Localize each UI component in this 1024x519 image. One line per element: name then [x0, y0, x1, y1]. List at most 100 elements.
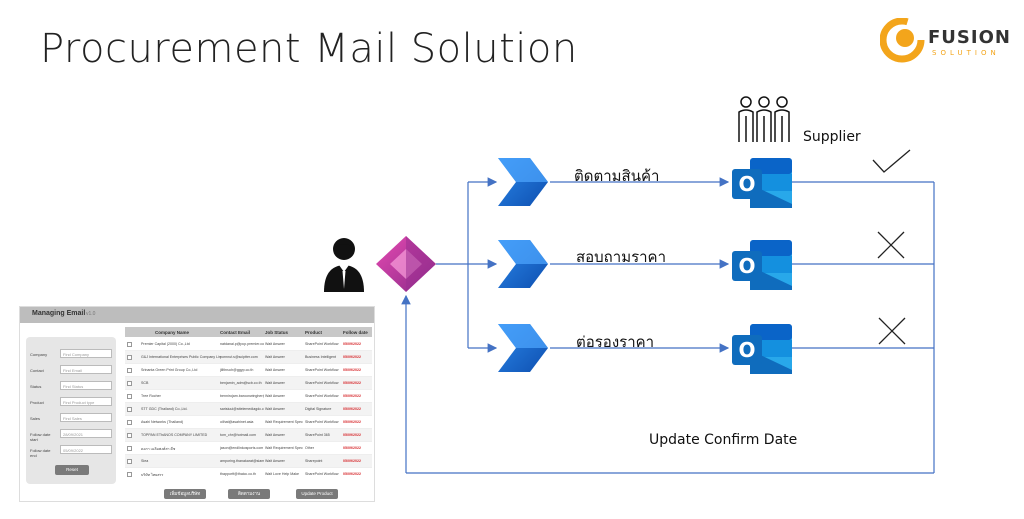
table-cell: SharePoint Workflow	[305, 420, 339, 424]
row-checkbox[interactable]	[127, 381, 132, 386]
table-cell: Wait Answer	[265, 459, 285, 463]
managing-email-screenshot: Managing Email v1.0 Company Find Company…	[19, 306, 375, 502]
flow-label-3: ต่อรองราคา	[576, 333, 655, 351]
table-cell: บริษัท ไทยสรร	[141, 473, 164, 477]
follow-up-button[interactable]: ติดตามงาน	[228, 489, 270, 499]
table-cell: Wait Answer	[265, 381, 285, 385]
table-row[interactable]: Tree Rocherbennirojam.baroonwingher@gmai…	[125, 390, 372, 403]
reset-button[interactable]: Reset	[55, 465, 89, 475]
table-cell: Srinanta Green Print Group Co.,Ltd	[141, 368, 198, 372]
add-company-button[interactable]: เพิ่มข้อมูลบริษัท	[164, 489, 206, 499]
table-cell: 05/09/2022	[343, 459, 361, 463]
filter-product[interactable]: Product Find Product type	[30, 397, 112, 407]
table-cell: jillthruch@ggyp.co.th	[220, 368, 254, 372]
table-cell: Wait Requirement Spec	[265, 446, 303, 450]
cross-icon-1	[877, 231, 905, 259]
table-cell: Wait Answer	[265, 407, 285, 411]
table-cell: Tree Rocher	[141, 394, 161, 398]
cross-icon-2	[878, 317, 906, 345]
table-cell: 05/09/2022	[343, 355, 361, 359]
table-cell: Wait Answer	[265, 368, 285, 372]
table-cell: Other	[305, 446, 314, 450]
table-cell: 05/09/2022	[343, 381, 361, 385]
table-cell: Wait Requirement Spec	[265, 420, 303, 424]
table-cell: SharePoint Workflow	[305, 394, 339, 398]
flow-label-1: ติดตามสินค้า	[574, 167, 660, 185]
table-cell: Business Intelligent	[305, 355, 336, 359]
row-checkbox[interactable]	[127, 420, 132, 425]
filter-date-start[interactable]: Follow date start 28/09/2021	[30, 429, 112, 442]
table-cell: 05/09/2022	[343, 368, 361, 372]
table-row[interactable]: บริษัท ไทยสรร thapportf@thaicc.co.th Wait …	[125, 468, 372, 477]
row-checkbox[interactable]	[127, 342, 132, 347]
table-cell: STT GDC (Thailand) Co.,Ltd.	[141, 407, 188, 411]
check-icon	[872, 149, 911, 173]
filter-contact[interactable]: Contact Find Email	[30, 365, 112, 375]
row-checkbox[interactable]	[127, 459, 132, 464]
row-checkbox[interactable]	[127, 472, 132, 477]
outlook-icon-3: O	[732, 324, 792, 374]
outlook-icon-1: O	[732, 158, 792, 208]
svg-text:O: O	[738, 172, 755, 196]
table-cell: jason@endlinkosports.com	[220, 446, 264, 450]
filter-status[interactable]: Status Find Status	[30, 381, 112, 391]
table-cell: Wait Answer	[265, 342, 285, 346]
outlook-icon-2: O	[732, 240, 792, 290]
table-row[interactable]: STT GDC (Thailand) Co.,Ltd.sarisiuui@stt…	[125, 403, 372, 416]
table-row[interactable]: ดอกา เฉลิมพงศ์สา ดีช jason@endlinkosports…	[125, 442, 372, 455]
table-cell: Wait Answer	[265, 355, 285, 359]
row-checkbox[interactable]	[127, 355, 132, 360]
filter-date-end[interactable]: Follow date end 05/09/2022	[30, 445, 112, 458]
table-row[interactable]: Srinanta Green Print Group Co.,Ltd jillth…	[125, 364, 372, 377]
filter-company[interactable]: Company Find Company	[30, 349, 112, 359]
table-cell: TOPPAN EThANOS COMPANY LIMITED	[141, 433, 208, 437]
table-cell: SharePoint Workflow	[305, 342, 339, 346]
table-cell: oilhat@asahinet.asia	[220, 420, 254, 424]
table-row[interactable]: Asahi Networks (Thailand)oilhat@asahinet…	[125, 416, 372, 429]
row-checkbox[interactable]	[127, 407, 132, 412]
table-cell: Digital Signature	[305, 407, 332, 411]
row-checkbox[interactable]	[127, 368, 132, 373]
table-cell: 05/09/2022	[343, 433, 361, 437]
row-checkbox[interactable]	[127, 446, 132, 451]
fusion-logo-icon	[880, 18, 925, 63]
logo-wordmark: FUSION	[928, 27, 1011, 48]
filter-sales[interactable]: Sales Find Sales	[30, 413, 112, 423]
table-cell: SCB	[141, 381, 149, 385]
svg-text:O: O	[738, 338, 755, 362]
table-cell: 05/09/2022	[343, 446, 361, 450]
table-cell: Wait Answer	[265, 433, 285, 437]
table-cell: natdanai.p@pcp.premier.co.th	[220, 342, 264, 346]
user-icon	[324, 238, 364, 292]
table-cell: SharePoint Workflow	[305, 472, 339, 476]
table-cell: Wait Love Help Make	[265, 472, 300, 476]
table-row[interactable]: G&J International Enterprises Public Com…	[125, 351, 372, 364]
email-table: Company Name Contact Email Job Status Pr…	[125, 327, 372, 477]
table-cell: Sharepoint	[305, 459, 323, 463]
table-cell: SharePoint Workflow	[305, 368, 339, 372]
row-checkbox[interactable]	[127, 394, 132, 399]
power-automate-icon-1	[498, 158, 548, 206]
table-cell: SharePoint Workflow	[305, 381, 339, 385]
table-cell: amporing.thanakarat@siam.com	[220, 459, 264, 463]
screenshot-note: v1.0	[86, 311, 96, 317]
table-cell: thapportf@thaicc.co.th	[220, 472, 257, 476]
flow-label-2: สอบถามราคา	[576, 248, 667, 266]
table-cell: 05/09/2022	[343, 394, 361, 398]
connector-lines	[401, 177, 935, 474]
table-cell: G&J International Enterprises Public Com…	[141, 355, 221, 359]
table-cell: ดอกา เฉลิมพงศ์สา ดีช	[141, 447, 176, 451]
update-product-button[interactable]: Update Product	[296, 489, 338, 499]
table-cell: 05/09/2022	[343, 342, 361, 346]
row-checkbox[interactable]	[127, 433, 132, 438]
return-label: Update Confirm Date	[649, 432, 798, 448]
supplier-group-icon	[738, 96, 790, 142]
table-cell: 05/09/2022	[343, 407, 361, 411]
table-cell: 05/09/2022	[343, 472, 361, 476]
table-cell: 05/09/2022	[343, 420, 361, 424]
